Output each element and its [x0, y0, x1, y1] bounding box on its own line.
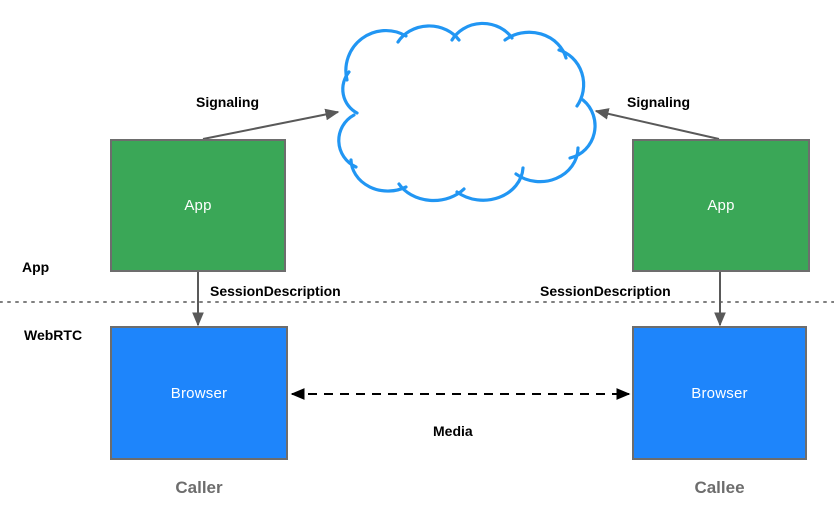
edge-label-callee-signaling: Signaling	[627, 94, 690, 110]
node-callee-app-label: App	[707, 197, 735, 214]
edge-label-callee-sessiondescription: SessionDescription	[540, 283, 671, 299]
edge-label-caller-signaling: Signaling	[196, 94, 259, 110]
callee-signaling-arrow	[594, 108, 720, 140]
node-callee-browser[interactable]: Browser	[632, 326, 807, 460]
edge-label-media: Media	[433, 423, 473, 439]
node-callee-browser-label: Browser	[691, 384, 748, 402]
edge-label-caller-sessiondescription: SessionDescription	[210, 283, 341, 299]
node-callee-app[interactable]: App	[632, 139, 810, 272]
node-caller-app-label: App	[184, 197, 212, 214]
node-caller-browser-label: Browser	[170, 384, 228, 402]
role-label-callee: Callee	[694, 478, 745, 497]
caller-signaling-arrow	[202, 108, 340, 140]
role-label-caller: Caller	[175, 478, 223, 497]
signaling-cloud-icon	[337, 21, 597, 203]
layer-label-app: App	[22, 259, 50, 275]
node-caller-browser[interactable]: Browser	[110, 326, 288, 460]
node-caller-app[interactable]: App	[110, 139, 286, 272]
layer-label-webrtc: WebRTC	[24, 327, 83, 343]
